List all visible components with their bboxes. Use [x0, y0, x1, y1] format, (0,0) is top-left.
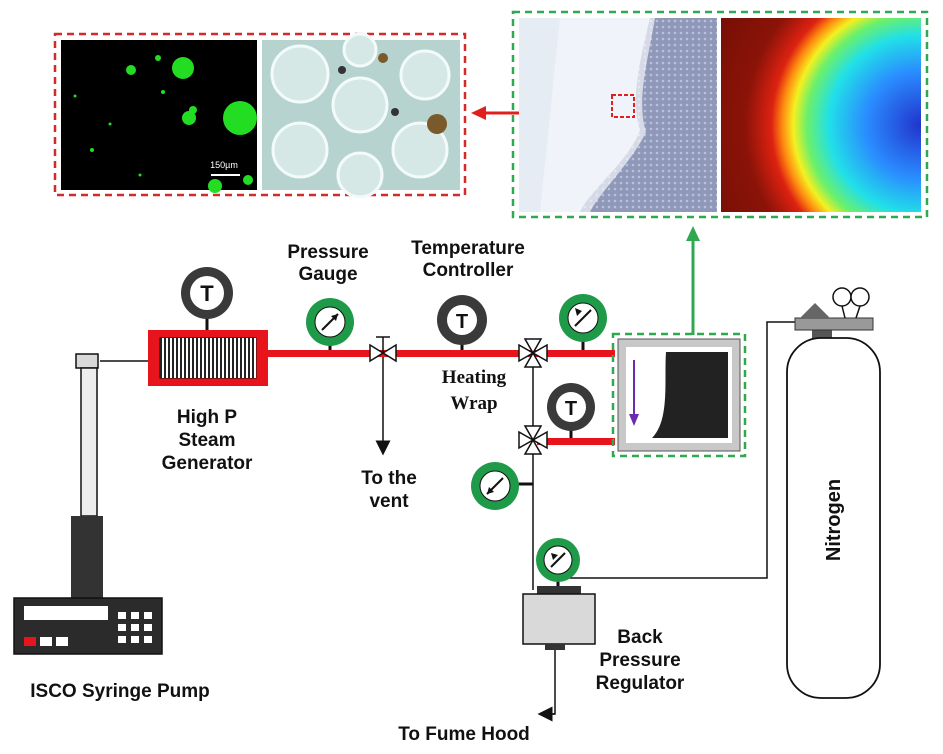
steam-generator: [148, 330, 268, 386]
nitrogen-label: Nitrogen: [823, 479, 845, 561]
micromodel-cell: [611, 332, 747, 458]
pressure-gauge-label: Pressure Gauge: [287, 242, 368, 285]
steam-generator-thermometer: T: [181, 267, 233, 330]
heating-wrap-label: Heating Wrap: [442, 367, 507, 414]
temperature-controller-1: T: [437, 295, 487, 350]
svg-text:Generator: Generator: [162, 453, 253, 474]
temperature-controller-2: T: [547, 383, 595, 438]
temperature-controller-label: Temperature Controller: [411, 238, 525, 281]
back-pressure-regulator-label: Back Pressure Regulator: [596, 627, 685, 694]
svg-text:To the: To the: [361, 468, 417, 489]
heated-branch-line: [537, 438, 615, 445]
svg-text:Back: Back: [617, 627, 663, 648]
pressure-gauge-3: [471, 462, 533, 510]
vent-label: To the vent: [361, 468, 417, 512]
thermometer-icon: T: [200, 281, 214, 306]
heated-main-line: [265, 350, 615, 357]
svg-text:Temperature: Temperature: [411, 238, 525, 259]
svg-text:Heating: Heating: [442, 367, 507, 388]
micromodel-photo: [519, 18, 717, 212]
pressure-gauge-4: [536, 538, 580, 594]
thermometer-icon: T: [565, 398, 577, 420]
svg-text:Pressure: Pressure: [287, 242, 368, 263]
scale-bar-label: 150µm: [210, 160, 238, 170]
fume-hood-label: To Fume Hood: [398, 724, 530, 745]
svg-text:Controller: Controller: [423, 260, 514, 281]
svg-text:vent: vent: [369, 491, 409, 512]
brightfield-micrograph: [262, 32, 460, 199]
green-zoom-arrow: [686, 226, 700, 335]
pressure-gauge-1: [306, 298, 354, 350]
svg-text:Regulator: Regulator: [596, 673, 685, 694]
syringe-pump-label: ISCO Syringe Pump: [30, 681, 209, 702]
temperature-heatmap: [721, 18, 921, 212]
microscopy-inset: 150µm: [53, 32, 467, 199]
micromodel-inset: [511, 10, 929, 219]
back-pressure-regulator: [522, 586, 596, 650]
svg-text:High P: High P: [177, 407, 237, 428]
fluorescence-micrograph: 150µm: [61, 40, 257, 193]
syringe-pump: [13, 353, 163, 655]
thermometer-icon: T: [456, 311, 468, 333]
nitrogen-cylinder: Nitrogen: [786, 287, 881, 699]
vent-valve: [369, 336, 397, 363]
three-way-valve-lower: [518, 425, 548, 455]
svg-text:Wrap: Wrap: [450, 393, 497, 414]
three-way-valve-upper: [518, 338, 548, 368]
svg-text:Pressure: Pressure: [599, 650, 680, 671]
pressure-gauge-2: [559, 294, 607, 350]
svg-text:Gauge: Gauge: [298, 264, 357, 285]
steam-generator-label: High P Steam Generator: [162, 407, 253, 474]
svg-text:Steam: Steam: [178, 430, 235, 451]
